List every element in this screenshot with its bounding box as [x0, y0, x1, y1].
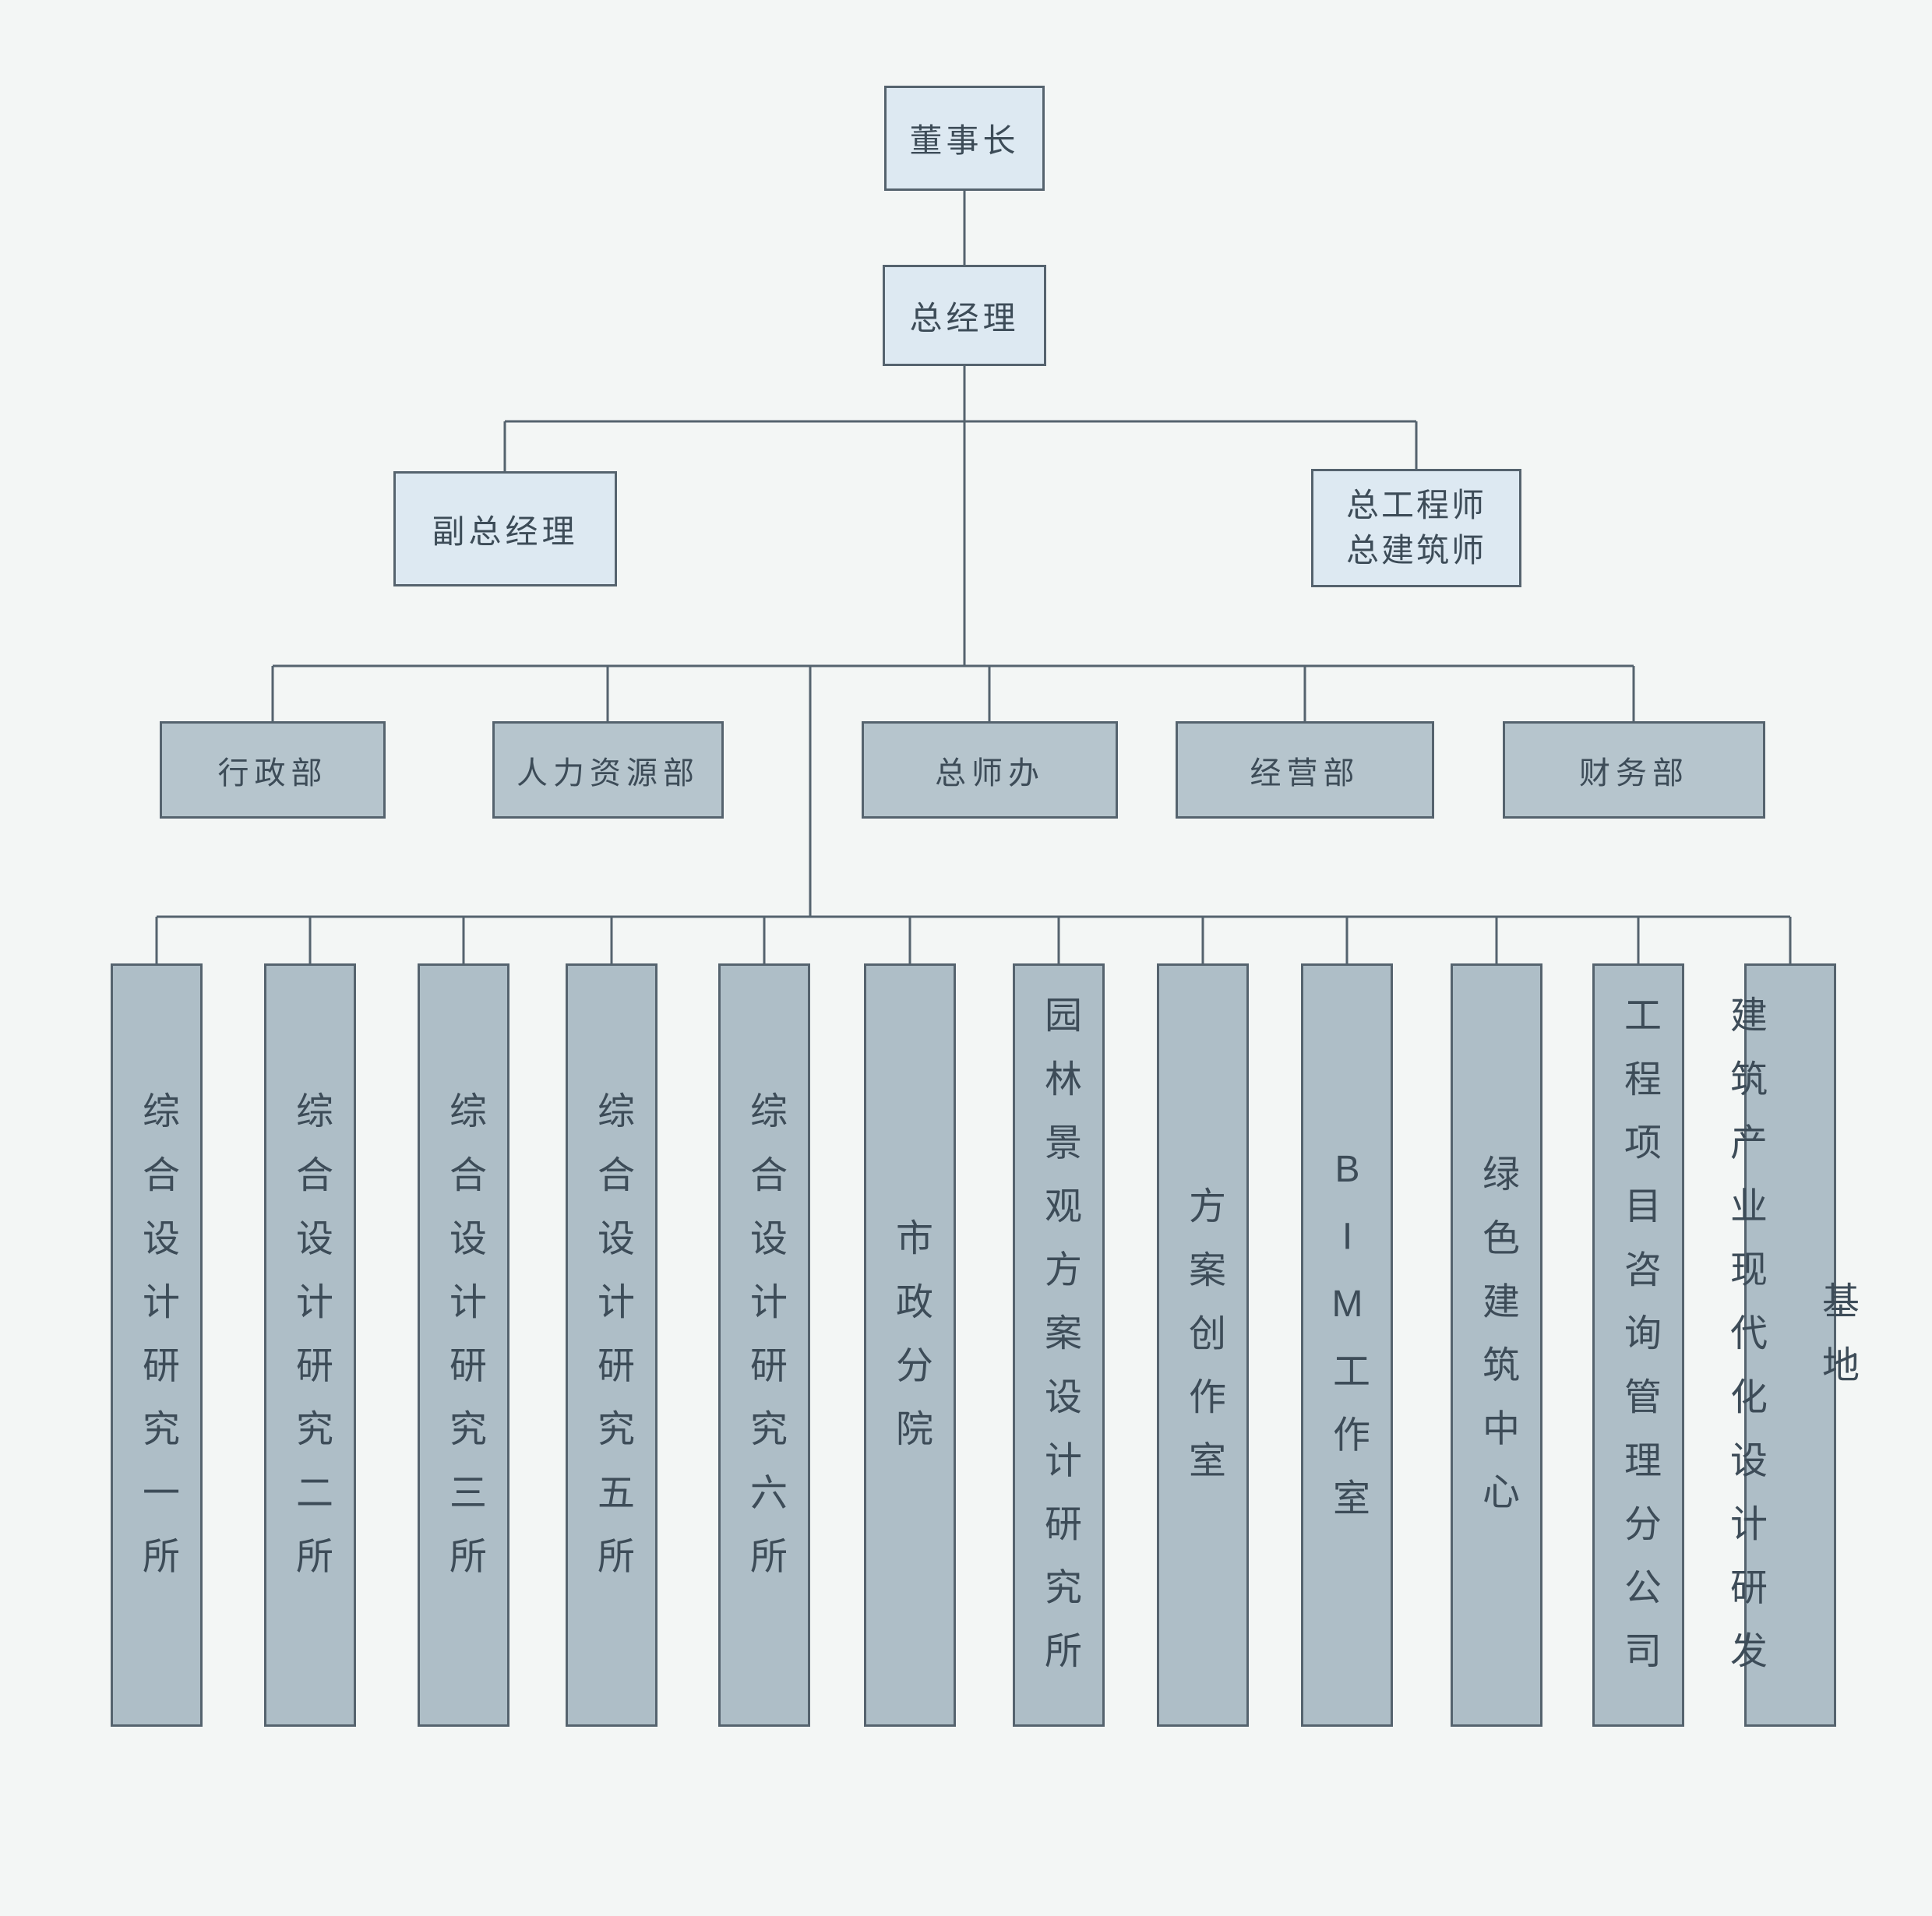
org-node-general-manager: 总经理: [883, 265, 1046, 366]
org-node-unit-label: 综合设计研究三所: [443, 1090, 485, 1600]
org-node-label: 总经理: [909, 299, 1020, 336]
org-node-unit-label: 综合设计研究二所: [290, 1090, 331, 1600]
org-node-unit-label: 综合设计研究五所: [591, 1090, 633, 1600]
org-node-unit-label: 绿色建筑中心: [1476, 1154, 1518, 1536]
org-node-unit-7: 园林景观方案设计研究所: [1013, 963, 1105, 1727]
org-node-unit-label: BIM工作室: [1327, 1148, 1368, 1542]
org-node-label: 董事长: [909, 122, 1020, 159]
org-node-unit-3: 综合设计研究三所: [418, 963, 509, 1727]
org-node-unit-label: 建筑产业现代化设计研发基地: [1724, 995, 1857, 1695]
org-node-label: 总师办: [935, 755, 1045, 791]
org-node-dept-chief-office: 总师办: [862, 721, 1118, 819]
org-node-label: 总工程师 总建筑师: [1345, 487, 1486, 569]
org-node-chief-engineer-architect: 总工程师 总建筑师: [1311, 469, 1521, 587]
org-node-unit-10: 绿色建筑中心: [1451, 963, 1542, 1727]
org-node-label: 副总经理: [432, 512, 579, 550]
org-node-unit-6: 市政分院: [864, 963, 956, 1727]
org-node-unit-11: 工程项目咨询管理分公司: [1592, 963, 1684, 1727]
org-node-label: 经营部: [1250, 755, 1360, 791]
org-node-deputy-general-manager: 副总经理: [393, 471, 617, 586]
org-node-label: 行政部: [217, 755, 328, 791]
org-node-unit-5: 综合设计研究六所: [718, 963, 810, 1727]
org-node-chairman: 董事长: [884, 86, 1045, 191]
org-node-dept-finance: 财务部: [1503, 721, 1765, 819]
org-node-unit-8: 方案创作室: [1157, 963, 1249, 1727]
org-node-unit-label: 方案创作室: [1183, 1186, 1224, 1504]
org-node-unit-label: 综合设计研究六所: [744, 1090, 785, 1600]
org-node-unit-label: 工程项目咨询管理分公司: [1618, 995, 1659, 1695]
org-node-dept-operations: 经营部: [1176, 721, 1434, 819]
org-node-unit-label: 综合设计研究一所: [136, 1090, 178, 1600]
org-node-label: 人力资源部: [516, 755, 700, 791]
org-node-unit-9: BIM工作室: [1301, 963, 1393, 1727]
org-node-unit-4: 综合设计研究五所: [566, 963, 658, 1727]
org-node-label: 财务部: [1579, 755, 1689, 791]
org-node-unit-2: 综合设计研究二所: [264, 963, 356, 1727]
org-node-dept-admin: 行政部: [160, 721, 386, 819]
org-node-dept-hr: 人力资源部: [492, 721, 724, 819]
org-node-unit-label: 市政分院: [890, 1217, 931, 1473]
org-node-unit-12: 建筑产业现代化设计研发基地: [1724, 963, 1857, 1727]
org-node-unit-1: 综合设计研究一所: [111, 963, 203, 1727]
org-node-unit-label: 园林景观方案设计研究所: [1038, 995, 1080, 1695]
